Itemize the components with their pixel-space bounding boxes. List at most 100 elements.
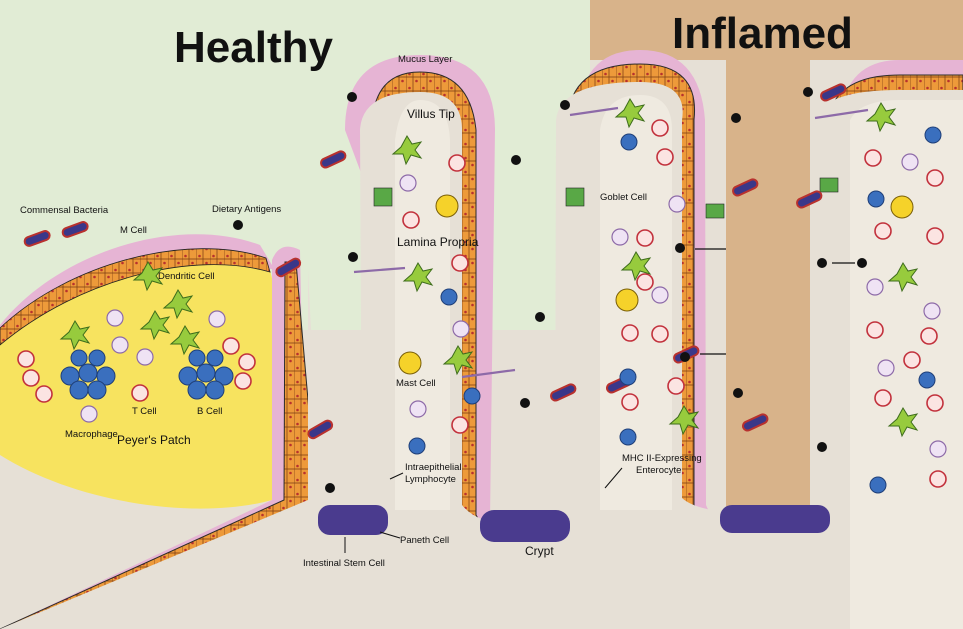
- dietary-antigens-group: [233, 87, 867, 493]
- t-cell-icon: [866, 321, 884, 339]
- b-cell-icon: [205, 380, 225, 400]
- b-cell-icon: [87, 380, 107, 400]
- b-cell-label: B Cell: [197, 406, 222, 417]
- b-cell-icon: [440, 288, 458, 306]
- b-cell-icon: [206, 349, 224, 367]
- dendritic-cell-icon: [668, 405, 700, 436]
- dendritic-cell-icon: [620, 251, 652, 282]
- iel-label-line2: Lymphocyte: [405, 474, 456, 485]
- commensal-bacteria-icon: [796, 190, 823, 209]
- goblet-cell: [373, 187, 393, 207]
- dietary-antigen-icon: [535, 312, 545, 322]
- b-cell-icon: [88, 349, 106, 367]
- paneth-cell-label: Paneth Cell: [400, 535, 449, 546]
- b-cell-icon: [620, 133, 638, 151]
- commensal-bacteria-icon: [732, 178, 759, 197]
- t-cell-label: T Cell: [132, 406, 157, 417]
- macrophage-icon: [399, 174, 417, 192]
- t-cell-icon: [636, 273, 654, 291]
- t-cell-icon: [222, 337, 240, 355]
- crypt-base-left: [318, 505, 388, 535]
- dendritic-cell-icon: [402, 262, 434, 293]
- t-cell-icon: [17, 350, 35, 368]
- dietary-antigen-icon: [817, 258, 827, 268]
- dendritic-cell-icon: [162, 289, 194, 320]
- commensal-bacteria-icon: [320, 150, 347, 169]
- commensal-bacteria-label: Commensal Bacteria: [20, 205, 109, 216]
- dendritic-cell-icon: [887, 262, 919, 293]
- commensal-bacteria-icon: [275, 257, 302, 278]
- macrophage-icon: [208, 310, 226, 328]
- crypt-base-right: [720, 505, 830, 533]
- b-cell-icon: [214, 366, 234, 386]
- dietary-antigen-icon: [325, 483, 335, 493]
- b-cell-icon: [96, 366, 116, 386]
- dendritic-cells-group: [59, 98, 919, 438]
- t-cell-icon: [621, 324, 639, 342]
- goblet-cell: [819, 177, 839, 193]
- t-cell-icon: [651, 325, 669, 343]
- m-cell-label: M Cell: [120, 225, 147, 236]
- dietary-antigen-icon: [348, 252, 358, 262]
- mast-cell-label: Mast Cell: [396, 378, 436, 389]
- macrophage-icon: [923, 302, 941, 320]
- b-cells-group: [60, 126, 942, 494]
- dietary-antigen-icon: [675, 243, 685, 253]
- mast-cell-icon: [890, 195, 914, 219]
- t-cell-icon: [451, 254, 469, 272]
- t-cells-group: [17, 119, 947, 488]
- macrophage-icon: [901, 153, 919, 171]
- b-cell-icon: [619, 368, 637, 386]
- dendritic-cell-icon: [139, 310, 171, 341]
- mast-cell-icon: [615, 288, 639, 312]
- macrophage-icon: [866, 278, 884, 296]
- dendritic-cell-icon: [614, 98, 646, 129]
- t-cell-icon: [448, 154, 466, 172]
- dietary-antigen-icon: [733, 388, 743, 398]
- mast-cells-group: [398, 194, 914, 375]
- b-cell-icon: [69, 380, 89, 400]
- macrophage-label: Macrophage: [65, 429, 118, 440]
- b-cell-icon: [924, 126, 942, 144]
- t-cell-icon: [667, 377, 685, 395]
- macrophage-icon: [409, 400, 427, 418]
- macrophage-icon: [136, 348, 154, 366]
- iel-label-line1: Intraepithelial: [405, 462, 462, 473]
- goblet-cell-label: Goblet Cell: [600, 192, 647, 203]
- t-cell-icon: [926, 394, 944, 412]
- dietary-antigen-icon: [560, 100, 570, 110]
- crypt-base-middle: [480, 510, 570, 542]
- label-pointers: [344, 467, 623, 553]
- t-cell-icon: [234, 372, 252, 390]
- dietary-antigen-icon: [233, 220, 243, 230]
- t-cell-icon: [35, 385, 53, 403]
- macrophage-icon: [651, 286, 669, 304]
- b-cell-icon: [70, 349, 88, 367]
- dietary-antigens-label: Dietary Antigens: [212, 204, 281, 215]
- t-cell-icon: [656, 148, 674, 166]
- t-cell-icon: [920, 327, 938, 345]
- dendritic-cell-icon: [169, 325, 201, 356]
- dendritic-cell-icon: [59, 320, 91, 351]
- inflamed-title: Inflamed: [672, 9, 853, 58]
- dietary-antigen-icon: [511, 155, 521, 165]
- b-cell-icon: [918, 371, 936, 389]
- dendritic-cell-icon: [132, 261, 164, 292]
- t-cell-icon: [131, 384, 149, 402]
- peyers-patch-label: Peyer's Patch: [117, 433, 191, 447]
- dendritic-cell-icon: [865, 102, 897, 133]
- commensal-bacteria-icon: [307, 419, 334, 440]
- dietary-antigen-icon: [347, 92, 357, 102]
- b-cell-icon: [867, 190, 885, 208]
- t-cell-icon: [874, 222, 892, 240]
- villus-tip-label: Villus Tip: [407, 107, 455, 121]
- mhc-label-line1: MHC II-Expressing: [622, 453, 702, 464]
- commensal-bacteria-icon: [820, 83, 847, 102]
- macrophage-icon: [452, 320, 470, 338]
- mucus-layer-label: Mucus Layer: [398, 54, 452, 65]
- t-cell-icon: [874, 389, 892, 407]
- dendritic-cell-icon: [391, 135, 423, 166]
- macrophage-icon: [929, 440, 947, 458]
